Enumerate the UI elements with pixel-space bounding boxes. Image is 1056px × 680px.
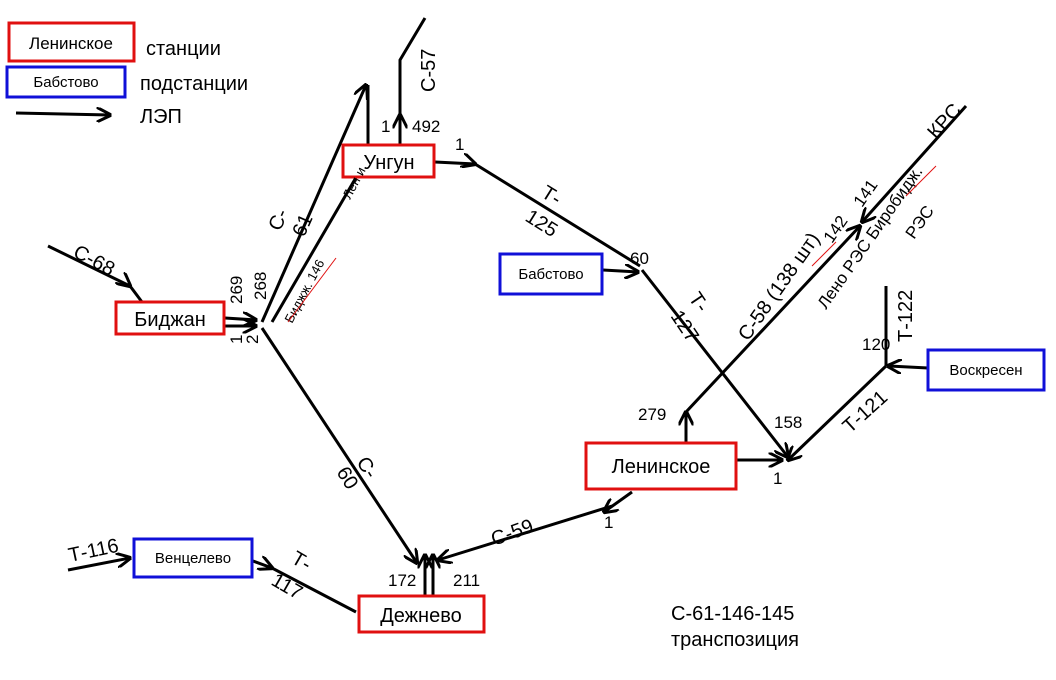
line-t121 <box>788 364 888 460</box>
line-babstovo-out <box>602 270 638 272</box>
line-s59-main <box>438 504 613 560</box>
num-269: 269 <box>227 276 246 304</box>
station-dezhnevo[interactable]: Дежнево <box>357 594 486 634</box>
legend-station-box-text: Ленинское <box>29 34 113 53</box>
legend-station-label: станции <box>146 38 221 60</box>
line-s61 <box>260 85 366 323</box>
legend-line-arrow-icon <box>15 113 110 115</box>
note-line-1: С-61-146-145 <box>671 603 794 625</box>
line-bidzhan-out-1 <box>224 318 256 320</box>
substation-voskresen-label: Воскресен <box>949 362 1022 379</box>
label-s59: С-59 <box>488 515 536 551</box>
substation-ventselevo[interactable]: Венцелево <box>132 537 254 579</box>
num-1-bidzhan: 1 <box>227 335 246 344</box>
label-t117-top: Т- <box>288 547 315 575</box>
line-t117 <box>252 561 357 614</box>
num-60: 60 <box>630 249 649 268</box>
station-ungun-label: Унгун <box>363 152 414 174</box>
num-268: 268 <box>251 272 270 300</box>
station-leninskoe-label: Ленинское <box>612 456 711 478</box>
substation-babstovo-label: Бабстово <box>518 266 583 283</box>
line-t127 <box>640 269 788 457</box>
label-s58: С-58 (138 шт) <box>734 229 824 345</box>
label-krs: КРС <box>923 99 966 143</box>
legend-station-box <box>7 21 136 63</box>
station-bidzhan-label: Биджан <box>134 309 206 331</box>
line-krs <box>862 104 968 222</box>
substation-babstovo[interactable]: Бабстово <box>498 252 604 296</box>
station-ungun[interactable]: Унгун <box>341 143 436 179</box>
legend-substation-box-text: Бабстово <box>33 74 98 91</box>
transposition-note: С-61-146-145 транспозиция <box>671 603 799 651</box>
num-158: 158 <box>774 413 802 432</box>
connection-numbers: 269 268 1 2 1 492 1 60 141 142 120 279 1… <box>227 117 890 590</box>
substations: Бабстово Воскресен Венцелево <box>132 252 1046 579</box>
legend-substation-label: подстанции <box>140 73 248 95</box>
line-s60 <box>260 327 417 563</box>
num-1-s59: 1 <box>604 513 613 532</box>
label-res: РЭС <box>902 202 938 242</box>
num-279: 279 <box>638 405 666 424</box>
num-1-ungun: 1 <box>455 135 464 154</box>
substation-voskresen[interactable]: Воскресен <box>926 348 1046 392</box>
num-2-bidzhan: 2 <box>243 335 262 344</box>
num-172: 172 <box>388 571 416 590</box>
substation-ventselevo-label: Венцелево <box>155 550 231 567</box>
label-s57: С-57 <box>418 49 440 92</box>
num-120: 120 <box>862 335 890 354</box>
squiggle-bidzh <box>287 257 337 323</box>
label-t117-bottom: 117 <box>268 569 307 604</box>
label-t122: Т-122 <box>895 290 917 342</box>
power-lines <box>47 17 968 614</box>
line-s58 <box>684 226 860 414</box>
num-1-lenin: 1 <box>773 469 782 488</box>
line-s68 <box>47 244 144 303</box>
station-bidzhan[interactable]: Биджан <box>114 300 226 336</box>
line-t125 <box>434 162 641 268</box>
line-s57 <box>398 17 427 130</box>
line-len-ungun <box>270 149 374 323</box>
station-leninskoe[interactable]: Ленинское <box>584 441 738 491</box>
stations: Биджан Унгун Ленинское Дежнево <box>114 143 738 634</box>
line-s59 <box>604 490 633 512</box>
squiggle-leno <box>905 165 937 197</box>
legend-substation-box <box>5 65 127 99</box>
squiggle-s58 <box>811 241 837 267</box>
num-1-s57: 1 <box>381 117 390 136</box>
num-492: 492 <box>412 117 440 136</box>
label-s68: С-68 <box>70 241 119 281</box>
num-211: 211 <box>453 571 480 590</box>
station-dezhnevo-label: Дежнево <box>380 605 462 627</box>
note-line-2: транспозиция <box>671 629 799 651</box>
legend-line-label: ЛЭП <box>140 106 182 128</box>
line-voskresen-in <box>888 366 929 368</box>
label-t121: Т-121 <box>839 386 893 437</box>
label-t125-bottom: 125 <box>521 206 561 242</box>
legend: Ленинское станции Бабстово подстанции ЛЭ… <box>5 21 248 128</box>
line-t116 <box>67 558 130 572</box>
